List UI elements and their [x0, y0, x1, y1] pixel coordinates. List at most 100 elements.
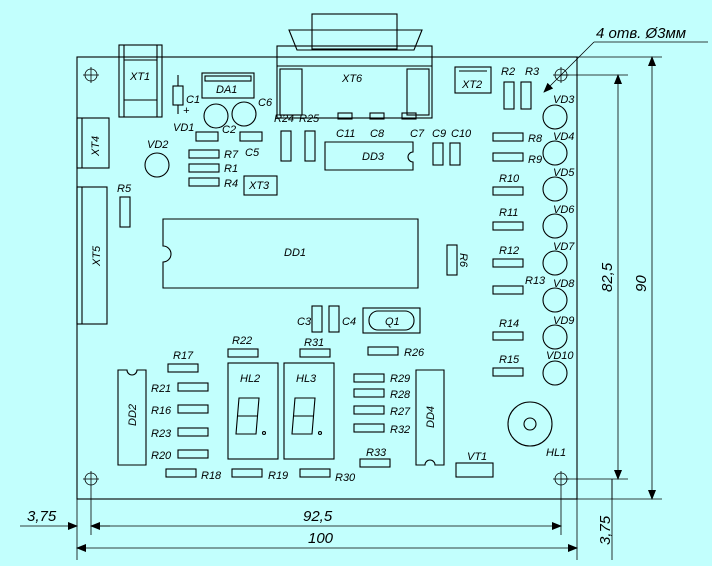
- display-hl2: [227, 362, 279, 460]
- label-c7: C7: [410, 128, 425, 140]
- dimension-offset-left: 3,75: [27, 508, 57, 525]
- display-hl3: [283, 362, 335, 460]
- capacitors-c9-c10: [432, 142, 461, 166]
- label-vd10: VD10: [546, 350, 574, 362]
- label-xt2: XT2: [461, 79, 482, 91]
- label-r20: R20: [151, 450, 172, 462]
- resistor-r7-r1-r4: [188, 149, 220, 187]
- transistor-vt1: [455, 462, 494, 478]
- label-r19: R19: [268, 470, 288, 482]
- label-vd2: VD2: [147, 139, 168, 151]
- label-vd7: VD7: [553, 241, 575, 253]
- chip-da1: [201, 72, 255, 99]
- label-r8: R8: [528, 133, 543, 145]
- label-r12: R12: [499, 245, 519, 257]
- buzzer-hl1: [507, 401, 553, 447]
- connector-xt6: [276, 13, 433, 119]
- label-vd1: VD1: [173, 122, 194, 134]
- resistors-middle: [167, 346, 399, 373]
- label-r28: R28: [390, 389, 411, 401]
- label-xt4: XT4: [90, 136, 102, 157]
- label-c8: C8: [370, 128, 385, 140]
- dimension-width-holes: 92,5: [303, 508, 333, 525]
- label-dd2: DD2: [127, 404, 139, 426]
- label-r1: R1: [224, 163, 238, 175]
- label-r2: R2: [501, 66, 515, 78]
- dimension-height-holes: 82,5: [599, 262, 616, 292]
- dimension-height-total: 90: [633, 275, 650, 292]
- dimension-width-total: 100: [308, 530, 334, 547]
- label-r27: R27: [390, 406, 411, 418]
- resistor-r6: [446, 244, 458, 276]
- capacitor-c1: [172, 75, 184, 114]
- crystal-q1: [362, 307, 421, 334]
- label-r16: R16: [151, 405, 172, 417]
- label-dd3: DD3: [362, 151, 385, 163]
- connector-xt2: [454, 66, 492, 94]
- label-dd4: DD4: [425, 406, 437, 428]
- label-c5: C5: [245, 147, 260, 159]
- label-vd3: VD3: [553, 94, 575, 106]
- label-r23: R23: [151, 428, 172, 440]
- label-r30: R30: [335, 472, 356, 484]
- resistor-r5: [119, 196, 131, 228]
- label-vd6: VD6: [553, 204, 575, 216]
- label-vd4: VD4: [553, 131, 574, 143]
- connector-xt1: [118, 44, 163, 118]
- resistor-r24-r25: [280, 130, 316, 162]
- label-r6: R6: [457, 253, 469, 268]
- label-r17: R17: [173, 350, 194, 362]
- label-r7: R7: [224, 149, 239, 161]
- resistors-bottom-row: [165, 458, 391, 478]
- label-q1: Q1: [385, 316, 400, 328]
- label-r25: R25: [299, 113, 320, 125]
- resistor-column-right: [492, 132, 524, 377]
- resistor-r2-r3: [503, 81, 532, 110]
- chip-dd1: [162, 218, 419, 289]
- label-vt1: VT1: [467, 451, 487, 463]
- label-hl1: HL1: [546, 447, 566, 459]
- connector-xt5: [76, 186, 108, 325]
- resistors-left-stack: [177, 382, 209, 459]
- label-c10: C10: [451, 128, 472, 140]
- label-hl2: HL2: [240, 373, 260, 385]
- connector-xt4: [76, 117, 110, 169]
- diode-vd2: [144, 152, 170, 178]
- label-xt3: XT3: [248, 180, 270, 192]
- label-xt1: XT1: [129, 71, 150, 83]
- holes-note: 4 отв. Ø3мм: [596, 25, 686, 42]
- label-plus: +: [183, 105, 190, 117]
- led-column: [542, 104, 568, 386]
- label-r9: R9: [528, 154, 542, 166]
- label-c9: C9: [432, 128, 446, 140]
- label-r10: R10: [499, 173, 520, 185]
- capacitors-c3-c4: [311, 305, 340, 333]
- label-r21: R21: [151, 383, 171, 395]
- chip-dd2: [117, 369, 147, 466]
- label-r24: R24: [274, 113, 294, 125]
- label-xt5: XT5: [91, 245, 103, 267]
- label-r13: R13: [525, 275, 546, 287]
- pad-group-c2: [195, 131, 263, 142]
- label-r5: R5: [117, 183, 132, 195]
- capacitor-c2: [203, 103, 229, 129]
- label-r3: R3: [525, 66, 540, 78]
- label-c4: C4: [342, 316, 356, 328]
- label-xt6: XT6: [341, 73, 363, 85]
- resistors-right-stack: [353, 373, 385, 433]
- label-r33: R33: [366, 447, 387, 459]
- label-c11: C11: [336, 128, 355, 140]
- label-da1: DA1: [216, 84, 237, 96]
- chip-dd4: [415, 369, 445, 466]
- label-r4: R4: [224, 178, 238, 190]
- mounting-holes: [83, 67, 569, 487]
- label-r11: R11: [499, 207, 518, 219]
- capacitors-c11-c8-c7: [337, 112, 417, 120]
- capacitor-c6: [231, 101, 257, 127]
- label-r29: R29: [390, 373, 410, 385]
- label-r31: R31: [304, 337, 324, 349]
- label-dd1: DD1: [284, 247, 306, 259]
- label-r32: R32: [390, 424, 410, 436]
- label-r26: R26: [404, 347, 425, 359]
